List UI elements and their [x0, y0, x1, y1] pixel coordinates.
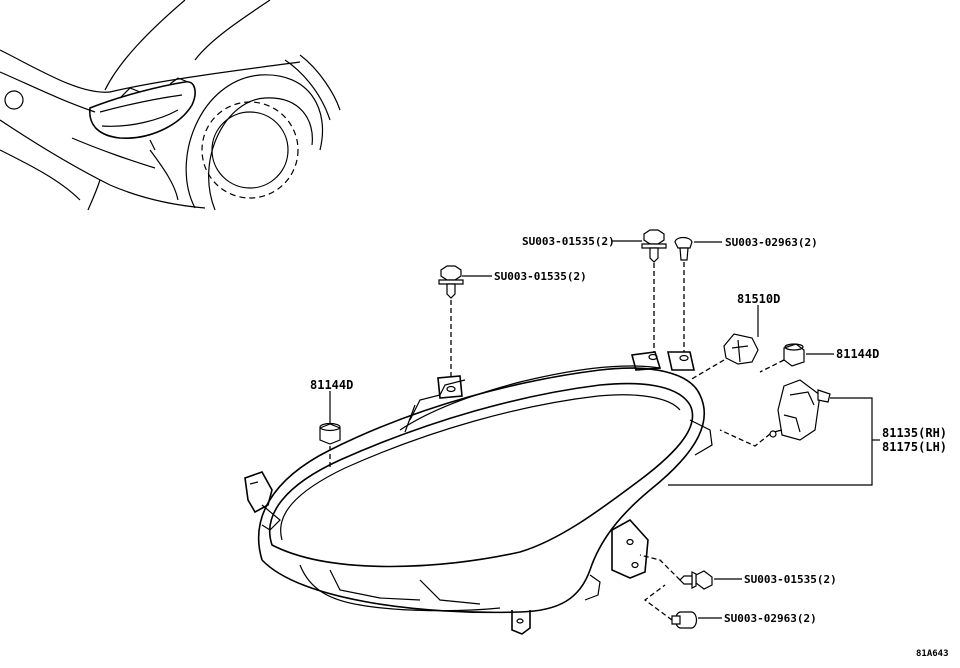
clip-top-right: [674, 236, 693, 261]
label-bolt-top-left: SU003-01535(2): [494, 270, 587, 283]
headlamp-assembly: [244, 351, 713, 635]
label-bolt-bottom: SU003-01535(2): [744, 573, 837, 586]
vehicle-inset-illustration: [0, 0, 341, 211]
part-labels: SU003-01535(2) SU003-02963(2) SU003-0153…: [310, 235, 949, 659]
bolt-bottom: [679, 570, 713, 590]
cap-right: [783, 343, 805, 367]
label-actuator-rh: 81135(RH): [882, 426, 947, 440]
bulb-socket: [723, 333, 759, 365]
label-actuator-lh: 81175(LH): [882, 440, 947, 454]
label-bolt-top-center: SU003-01535(2): [522, 235, 615, 248]
label-cap-right: 81144D: [836, 347, 879, 361]
bolt-top-left: [438, 265, 464, 299]
label-clip-bottom: SU003-02963(2): [724, 612, 817, 625]
assembly-dashed-lines: [329, 262, 785, 621]
clip-bottom: [671, 611, 698, 629]
cap-left: [319, 422, 341, 445]
leader-lines: [329, 240, 880, 619]
diagram-reference-code: 81A643: [916, 649, 949, 659]
leveling-actuator: [769, 379, 831, 441]
label-socket: 81510D: [737, 292, 780, 306]
label-cap-left: 81144D: [310, 378, 353, 392]
bolt-top-center: [641, 229, 667, 263]
label-clip-top-right: SU003-02963(2): [725, 236, 818, 249]
